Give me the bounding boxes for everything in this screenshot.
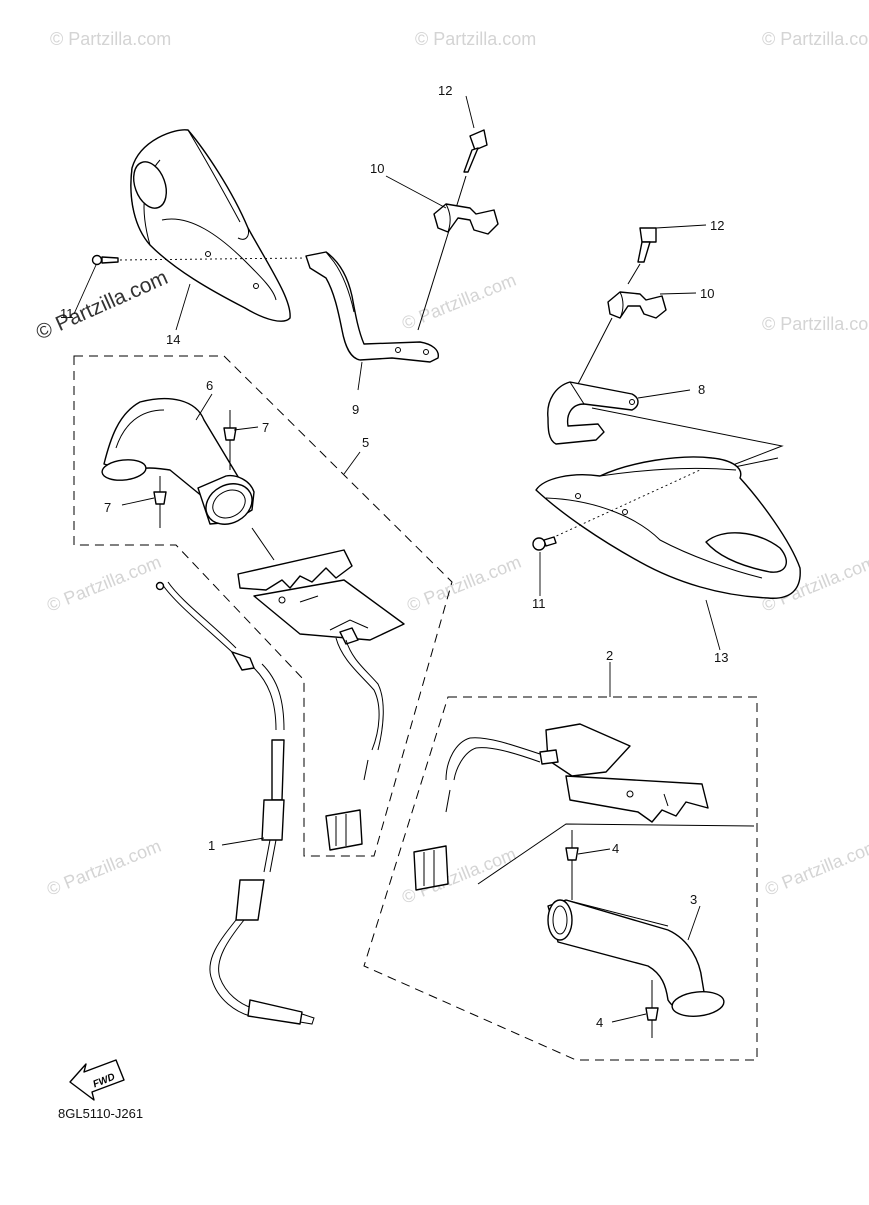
callout-14: 14: [166, 332, 180, 347]
callout-11-left: 11: [60, 306, 74, 321]
callout-6: 6: [206, 378, 213, 393]
leader-lines: [73, 95, 721, 1023]
watermark: © Partzilla.com: [44, 552, 164, 616]
watermark: © Partzilla.com: [762, 836, 869, 900]
callout-13: 13: [714, 650, 728, 665]
part-5-heater-element: [237, 549, 405, 851]
callout-8: 8: [698, 382, 705, 397]
callout-9: 9: [352, 402, 359, 417]
watermark: © Partzilla.com: [44, 836, 164, 900]
callout-1: 1: [208, 838, 215, 853]
watermark: © Partzilla.com: [762, 314, 869, 334]
callouts: 1 2 3 4 4 5 6 7 7 8 9 10 10 11 11 12 12 …: [60, 83, 728, 1030]
callout-4-lower: 4: [596, 1015, 603, 1030]
callout-7-lower: 7: [104, 500, 111, 515]
part-13-right-hand-guard: [535, 456, 801, 599]
part-12-bolt-right: [627, 227, 657, 285]
part-8-bracket: [547, 381, 784, 471]
callout-4-upper: 4: [612, 841, 619, 856]
assembly-2-outline: [363, 696, 758, 1061]
watermark: © Partzilla.com: [399, 270, 519, 334]
part-4-rivet-upper: [565, 830, 579, 900]
callout-12-top: 12: [438, 83, 452, 98]
callout-10-top: 10: [370, 161, 384, 176]
part-11-screw-right: [532, 536, 557, 551]
part-10-clamp-right: [577, 291, 667, 385]
watermark: © Partzilla.com: [415, 29, 536, 49]
callout-3: 3: [690, 892, 697, 907]
part-11-screw-left: [91, 254, 306, 266]
watermark: © Partzilla.com: [404, 552, 524, 616]
part-10-clamp-top: [433, 203, 499, 235]
part-12-bolt-top: [417, 129, 488, 331]
callout-5: 5: [362, 435, 369, 450]
part-2-heater-element: [413, 723, 709, 891]
assembly-5-outline: [73, 355, 453, 857]
callout-10-right: 10: [700, 286, 714, 301]
part-7-rivet-lower: [153, 476, 167, 528]
part-4-rivet-lower: [645, 980, 659, 1038]
diagram-code: 8GL5110-J261: [58, 1106, 143, 1121]
part-9-bracket: [305, 251, 439, 363]
callout-11-right: 11: [532, 596, 546, 611]
part-7-rivet-upper: [223, 410, 237, 470]
watermark: © Partzilla.com: [50, 29, 171, 49]
callout-7-upper: 7: [262, 420, 269, 435]
watermark: © Partzilla.com: [762, 29, 869, 49]
fwd-arrow-icon: FWD: [69, 1059, 125, 1101]
watermark-dark: © Partzilla.com: [33, 266, 172, 345]
part-14-left-hand-guard: [130, 129, 291, 322]
part-3-grip-tube-right: [477, 823, 755, 1017]
part-1-cable: [155, 581, 315, 1025]
callout-2: 2: [606, 648, 613, 663]
part-6-grip-tube-left: [101, 397, 275, 561]
callout-12-right: 12: [710, 218, 724, 233]
